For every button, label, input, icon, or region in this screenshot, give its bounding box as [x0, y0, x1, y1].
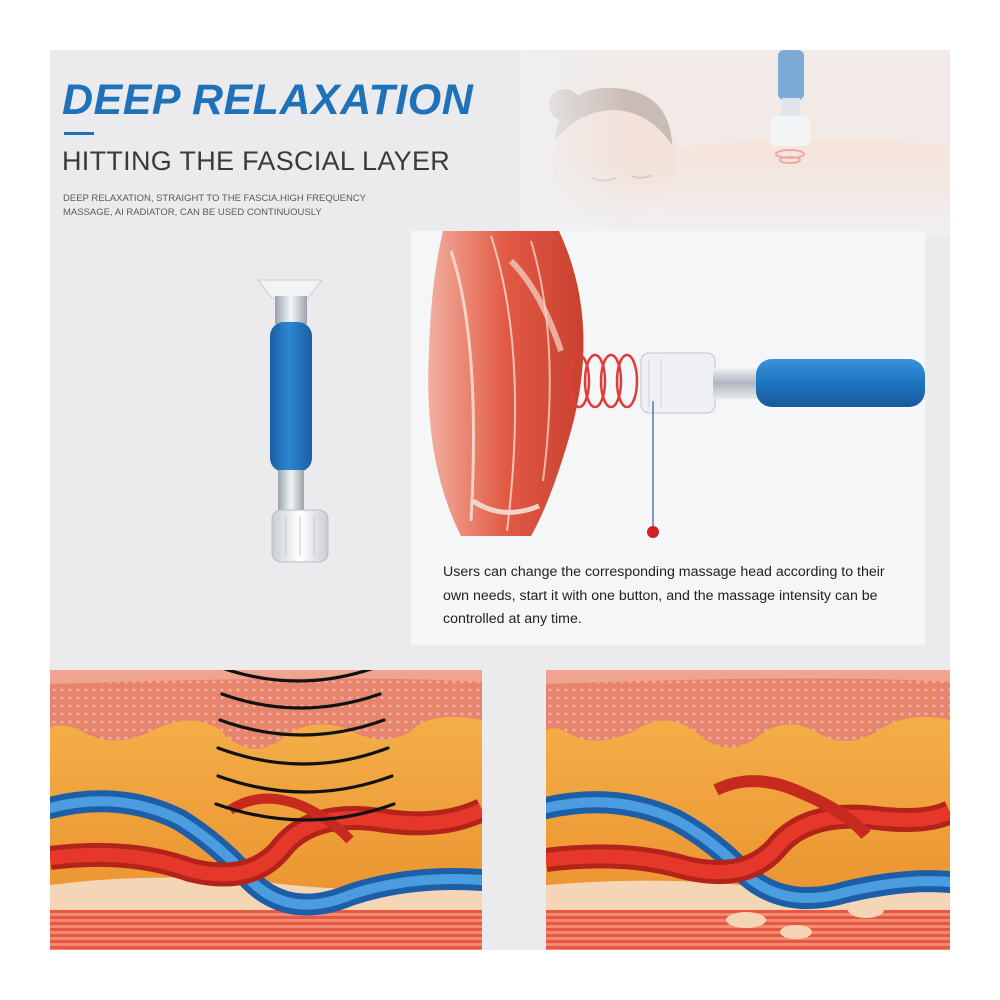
page-title: DEEP RELAXATION — [62, 76, 474, 124]
callout-description: Users can change the corresponding massa… — [443, 564, 885, 627]
feature-callout: Users can change the corresponding massa… — [411, 231, 925, 645]
woman-massage-photo — [520, 50, 950, 235]
skin-cross-section-before — [50, 670, 482, 950]
title-accent-bar — [64, 132, 94, 135]
product-panel: DEEP RELAXATION HITTING THE FASCIAL LAYE… — [50, 50, 950, 950]
skin-cross-section-after — [546, 670, 950, 950]
page-subtitle: HITTING THE FASCIAL LAYER — [62, 146, 451, 176]
muscle-with-massager-illustration — [428, 231, 925, 538]
massage-device-illustration — [256, 279, 329, 563]
description-text: DEEP RELAXATION, STRAIGHT TO THE FASCIA.… — [63, 193, 366, 218]
